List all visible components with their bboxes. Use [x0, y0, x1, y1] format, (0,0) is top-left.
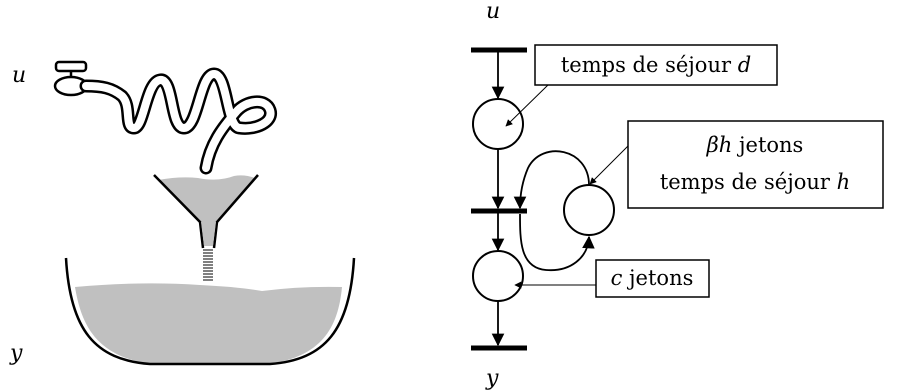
annotation-place-d: temps de séjour d — [534, 44, 778, 86]
place-h — [563, 184, 615, 236]
petri-output-label: y — [485, 366, 499, 391]
place-d — [472, 98, 524, 150]
hydraulic-analogy: u y — [9, 60, 356, 366]
annotation-d-var: d — [738, 53, 751, 77]
annotation-h-tokens-var: βh — [706, 133, 733, 157]
funnel-icon — [153, 174, 259, 249]
petri-net: u y temps de séjour d βh jetons temps de… — [471, 0, 884, 391]
arc-t-to-h — [519, 213, 595, 271]
annotation-d-text: temps de séjour — [561, 53, 738, 77]
annotation-place-h: βh jetons temps de séjour h — [627, 120, 884, 209]
annotation-h-tokens-text: jetons — [732, 133, 803, 157]
annotation-c-var: c — [611, 266, 623, 290]
hose-icon — [79, 67, 277, 175]
annotation-c-text: jetons — [622, 266, 693, 290]
annotation-place-c: c jetons — [595, 259, 710, 298]
svg-text:temps de séjour h: temps de séjour h — [660, 170, 850, 194]
arc-h-to-t — [513, 150, 590, 210]
svg-text:c jetons: c jetons — [611, 266, 694, 290]
petri-input-label: u — [486, 0, 500, 24]
leader-d — [505, 84, 549, 127]
annotation-h-time-text: temps de séjour — [660, 170, 837, 194]
svg-text:temps de séjour d: temps de séjour d — [561, 53, 751, 77]
place-c — [472, 250, 524, 302]
svg-text:βh jetons: βh jetons — [706, 133, 804, 157]
left-output-label: y — [9, 341, 23, 366]
stream-icon — [203, 249, 213, 281]
basin-icon — [64, 257, 356, 366]
left-input-label: u — [12, 63, 26, 88]
annotation-h-time-var: h — [837, 170, 851, 194]
leader-h — [589, 145, 629, 185]
